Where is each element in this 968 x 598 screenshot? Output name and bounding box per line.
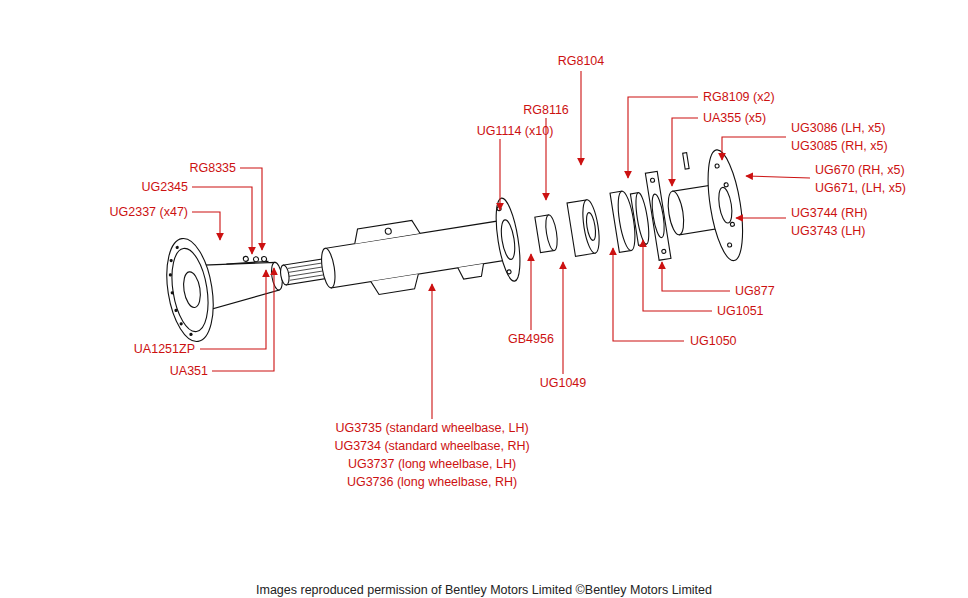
part-number: UG3736 (long wheelbase, RH): [347, 476, 517, 489]
part-number: UG2337 (x47): [109, 206, 188, 219]
part-number: UG3735 (standard wheelbase, LH): [335, 422, 528, 435]
part-number: GB4956: [508, 333, 554, 346]
axle-drawing: [159, 146, 749, 349]
part-number: UG670 (RH, x5): [815, 164, 905, 177]
part-number: UG3086 (LH, x5): [791, 122, 885, 135]
part-number: UA351: [170, 365, 208, 378]
part-number: RG8116: [523, 104, 569, 117]
caption: Images reproduced permission of Bentley …: [256, 584, 712, 597]
part-number: UA1251ZP: [134, 343, 195, 356]
part-number: UG3737 (long wheelbase, LH): [348, 458, 516, 471]
part-number: UA355 (x5): [703, 112, 766, 125]
part-number: UG1050: [690, 335, 737, 348]
part-number: RG8335: [189, 162, 236, 175]
part-number: RG8109 (x2): [703, 91, 775, 104]
part-number: UG1114 (x10): [477, 125, 554, 138]
part-number: UG3743 (LH): [791, 225, 865, 238]
part-number: RG8104: [558, 55, 605, 68]
part-number: UG3744 (RH): [791, 207, 867, 220]
part-number: UG877: [735, 285, 775, 298]
part-number: UG671, (LH, x5): [815, 182, 906, 195]
part-number: UG1051: [717, 305, 764, 318]
leader-lines: [192, 71, 810, 419]
part-number: UG2345: [141, 181, 188, 194]
part-number: UG3734 (standard wheelbase, RH): [334, 440, 529, 453]
part-number: UG3085 (RH, x5): [791, 140, 888, 153]
part-number: UG1049: [540, 377, 587, 390]
